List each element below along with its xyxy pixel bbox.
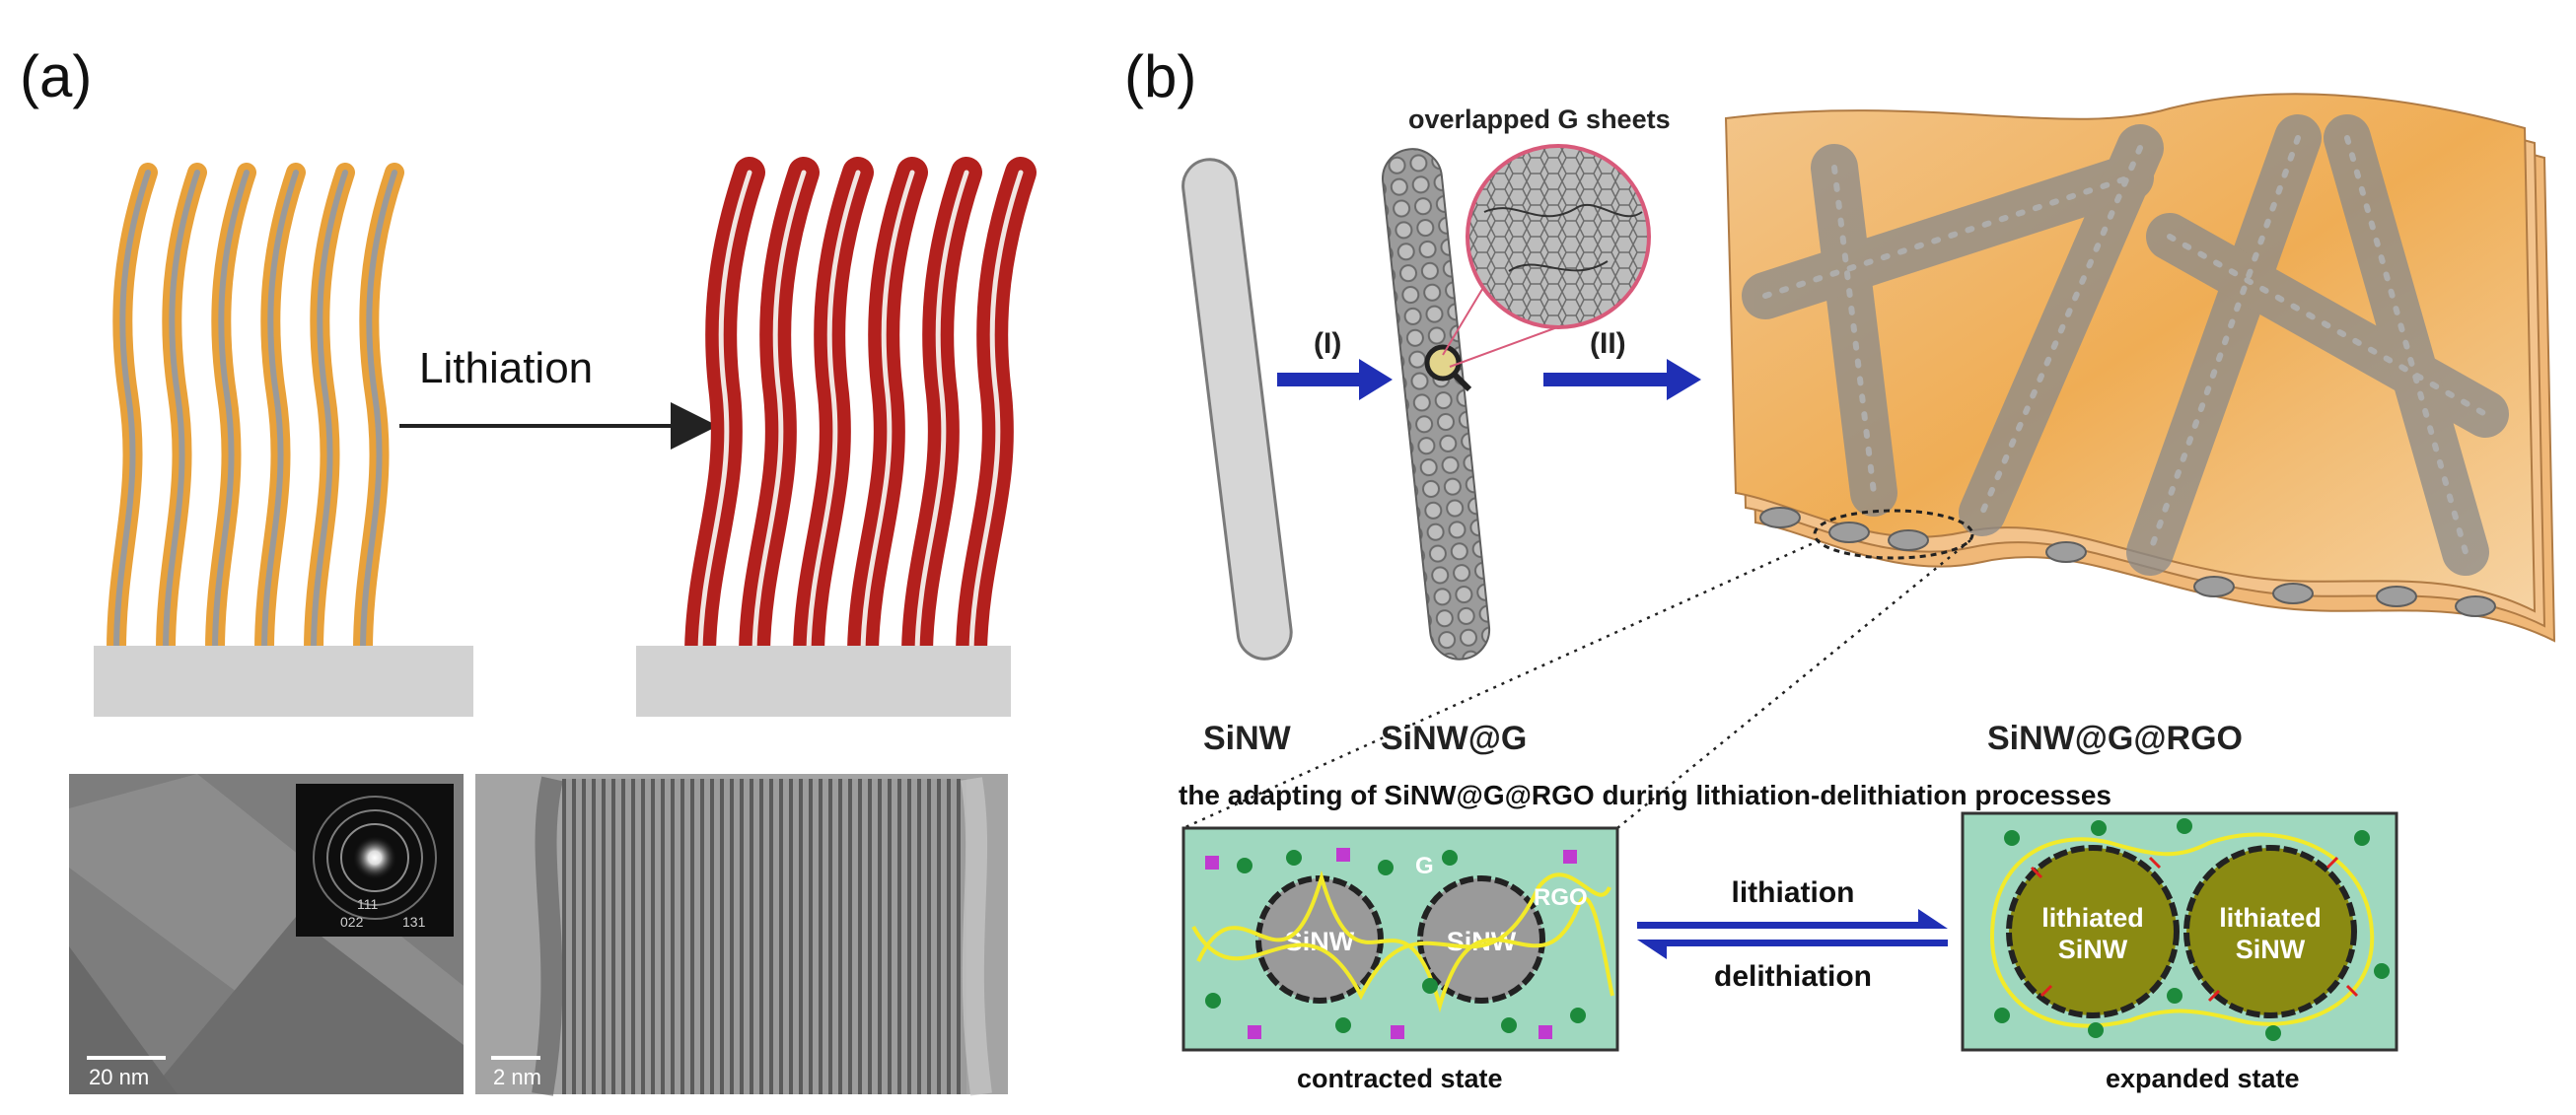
zoom-label: overlapped G sheets: [1408, 105, 1671, 134]
contracted-state-box: SiNW SiNW G RGO: [1181, 826, 1619, 1052]
pristine-nanowire-array: [107, 163, 404, 661]
lithiation-label: lithiation: [1732, 876, 1855, 909]
process-title: the adapting of SiNW@G@RGO during lithia…: [1179, 780, 2111, 810]
step-1-label: (I): [1314, 327, 1341, 360]
lithiated-label-line2-a: SiNW: [2058, 935, 2128, 964]
rgo-composite-sheet: [1724, 93, 2556, 643]
rgo-sheet-line: [1989, 832, 2375, 1028]
lithiation-arrow-label: Lithiation: [419, 344, 593, 392]
lithiated-label-line1-a: lithiated: [2041, 903, 2144, 933]
step-1-arrow: [1277, 359, 1393, 400]
zoom-circle: [1466, 144, 1651, 329]
rgo-sheet-line: [1191, 872, 1611, 1001]
sinw-rod: [1181, 158, 1293, 661]
saed-label-111: 111: [357, 896, 378, 912]
step-2-arrow: [1543, 359, 1701, 400]
cross-section-highlight: [1813, 509, 1974, 560]
saed-label-022: 022: [340, 914, 364, 930]
tem-image-low-mag: 111 022 131 20 nm: [69, 774, 464, 1094]
sinw-g-rgo-label: SiNW@G@RGO: [1987, 720, 2243, 757]
substrate-right: [636, 646, 1011, 717]
zoom-line: [1442, 280, 1488, 356]
saed-label-131: 131: [402, 914, 426, 930]
sinw-g-label: SiNW@G: [1381, 720, 1527, 757]
step-2-label: (II): [1590, 327, 1626, 360]
rgo-label: RGO: [1534, 884, 1588, 911]
substrate-left: [94, 646, 473, 717]
lithiated-nanowire-array: [684, 157, 1037, 666]
g-label: G: [1415, 853, 1434, 879]
panel-b-label: (b): [1124, 43, 1196, 109]
expanded-state-box: lithiated SiNW lithiated SiNW: [1961, 811, 2398, 1052]
contracted-state-caption: contracted state: [1297, 1064, 1503, 1093]
lithiated-label-line1-b: lithiated: [2219, 903, 2322, 933]
scale-bar-2nm-label: 2 nm: [493, 1065, 541, 1089]
panel-a: (a) Lithiation: [20, 43, 1037, 1096]
reversible-arrows: [1637, 909, 1948, 959]
leader-line: [1182, 538, 1821, 830]
panel-b: (b) SiNW (I) overlapped G sheets SiNW@G: [1124, 43, 2556, 1093]
delithiation-label: delithiation: [1714, 960, 1872, 993]
sinw-g-rod: [1382, 148, 1491, 661]
panel-a-label: (a): [20, 43, 92, 109]
zoom-line: [1449, 322, 1569, 368]
tem-image-high-res: 2 nm: [475, 774, 1008, 1096]
scale-bar-20nm-label: 20 nm: [89, 1065, 149, 1089]
lithiated-label-line2-b: SiNW: [2236, 935, 2306, 964]
rgo-sheet-line: [1196, 870, 1614, 1013]
sinw-label: SiNW: [1203, 720, 1292, 757]
expanded-state-caption: expanded state: [2106, 1064, 2300, 1093]
lithiated-sinw-cross-section: [2006, 845, 2180, 1018]
lithiated-sinw-cross-section: [2183, 845, 2357, 1018]
